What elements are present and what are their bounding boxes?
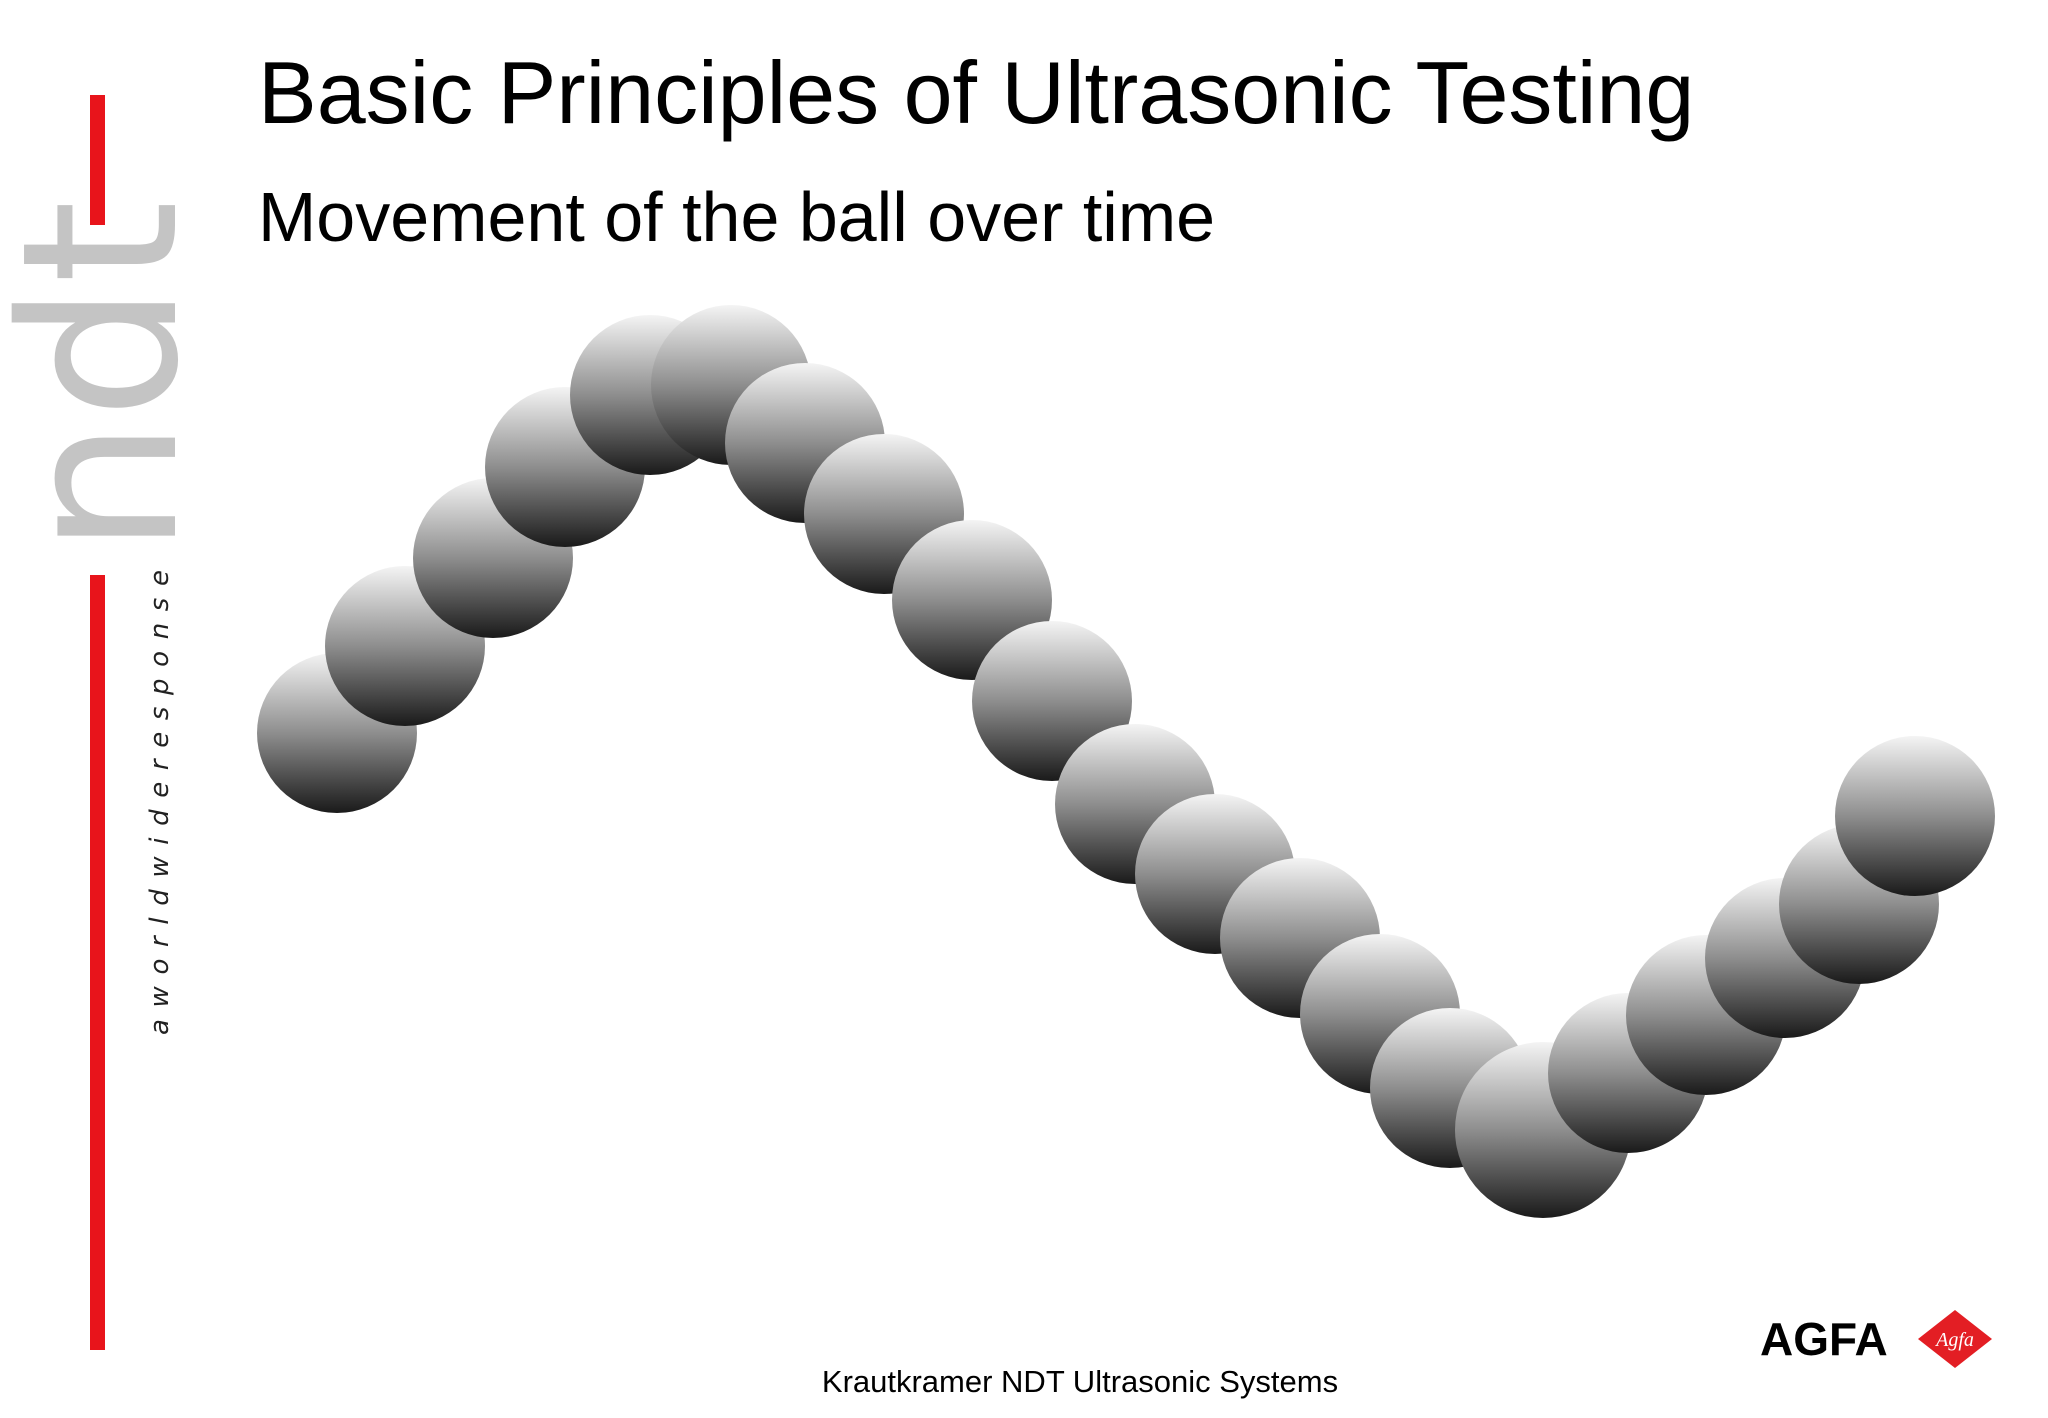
ndt-tagline: a w o r l d w i d e r e s p o n s e xyxy=(145,570,175,1035)
ndt-wordmark: ndt xyxy=(0,200,180,555)
ndt-branding-sidebar: ndt a w o r l d w i d e r e s p o n s e xyxy=(0,95,180,1350)
agfa-wordmark: AGFA xyxy=(1760,1313,1888,1365)
ball-sequence xyxy=(257,305,1995,1218)
slide-footer: Krautkramer NDT Ultrasonic Systems xyxy=(0,1362,2048,1402)
red-rule-top xyxy=(90,95,105,225)
ball-position-21 xyxy=(1835,736,1995,896)
slide-subtitle: Movement of the ball over time xyxy=(258,178,1216,256)
red-rule-bottom xyxy=(90,575,105,1350)
agfa-badge-text: Agfa xyxy=(1934,1329,1974,1351)
slide-title: Basic Principles of Ultrasonic Testing xyxy=(258,43,1695,142)
agfa-diamond-icon: Agfa xyxy=(1918,1310,1992,1368)
footer-text: Krautkramer NDT Ultrasonic Systems xyxy=(821,1364,1339,1399)
agfa-logo: AGFA Agfa xyxy=(1760,1308,2000,1370)
